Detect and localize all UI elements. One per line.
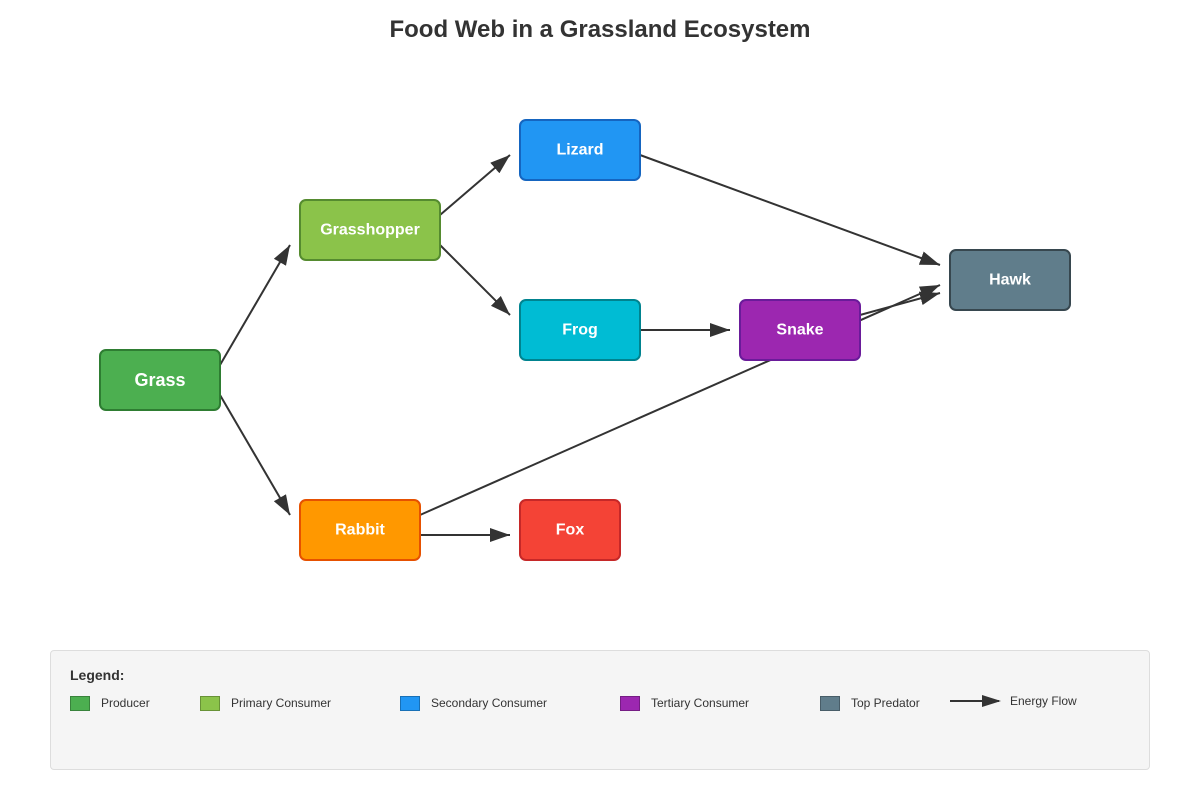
node-hawk-box [949,249,1071,311]
node-snake-label: Snake [776,322,823,339]
node-grasshopper: Grasshopper [299,199,441,261]
primary-consumer-swatch [200,696,220,711]
arrow-grasshopper-to-lizard [439,154,511,216]
arrow-lizard-to-hawk [639,154,941,266]
legend-label-secondary-consumer: Secondary Consumer [431,696,548,710]
arrow-grasshopper-to-frog [439,244,511,316]
node-grass-label: Grass [134,370,185,390]
legend-label-energy-flow: Energy Flow [1010,694,1077,708]
node-frog: Frog [519,299,641,361]
legend-item-primary-consumer: Primary Consumer [200,695,331,711]
node-grass-box [99,349,221,411]
node-grasshopper-box [299,199,441,261]
arrow-grass-to-grasshopper [219,244,291,366]
diagram-title: Food Web in a Grassland Ecosystem [389,16,811,43]
legend-label-tertiary-consumer: Tertiary Consumer [651,696,750,710]
legend-item-secondary-consumer: Secondary Consumer [400,695,547,711]
legend-item-top-predator: Top Predator [820,695,920,711]
producer-swatch [70,696,90,711]
legend-label-top-predator: Top Predator [851,696,920,710]
node-rabbit: Rabbit [299,499,421,561]
node-fox: Fox [519,499,621,561]
node-rabbit-label: Rabbit [335,522,385,539]
legend-title: Legend: [70,667,125,683]
node-fox-box [519,499,621,561]
legend: Legend: Producer Primary Consumer Second… [50,650,1150,770]
node-frog-box [519,299,641,361]
arrow-rabbit-to-hawk [419,284,941,516]
legend-label-producer: Producer [101,696,150,710]
tertiary-consumer-swatch [620,696,640,711]
node-grass: Grass [99,349,221,411]
node-hawk-label: Hawk [989,272,1031,289]
node-lizard-box [519,119,641,181]
arrow-grass-to-rabbit [219,394,291,516]
node-frog-label: Frog [562,322,598,339]
legend-label-primary-consumer: Primary Consumer [231,696,332,710]
arrow-snake-to-hawk [859,291,941,316]
legend-item-producer: Producer [70,695,150,711]
legend-item-tertiary-consumer: Tertiary Consumer [620,695,749,711]
energy-flow-arrow-icon [950,695,1001,707]
node-lizard-label: Lizard [556,142,603,159]
node-rabbit-box [299,499,421,561]
node-hawk: Hawk [949,249,1071,311]
node-fox-label: Fox [556,522,585,539]
secondary-consumer-swatch [400,696,420,711]
node-snake: Snake [739,299,861,361]
node-snake-box [739,299,861,361]
top-predator-swatch [820,696,840,711]
node-lizard: Lizard [519,119,641,181]
node-grasshopper-label: Grasshopper [320,222,420,239]
